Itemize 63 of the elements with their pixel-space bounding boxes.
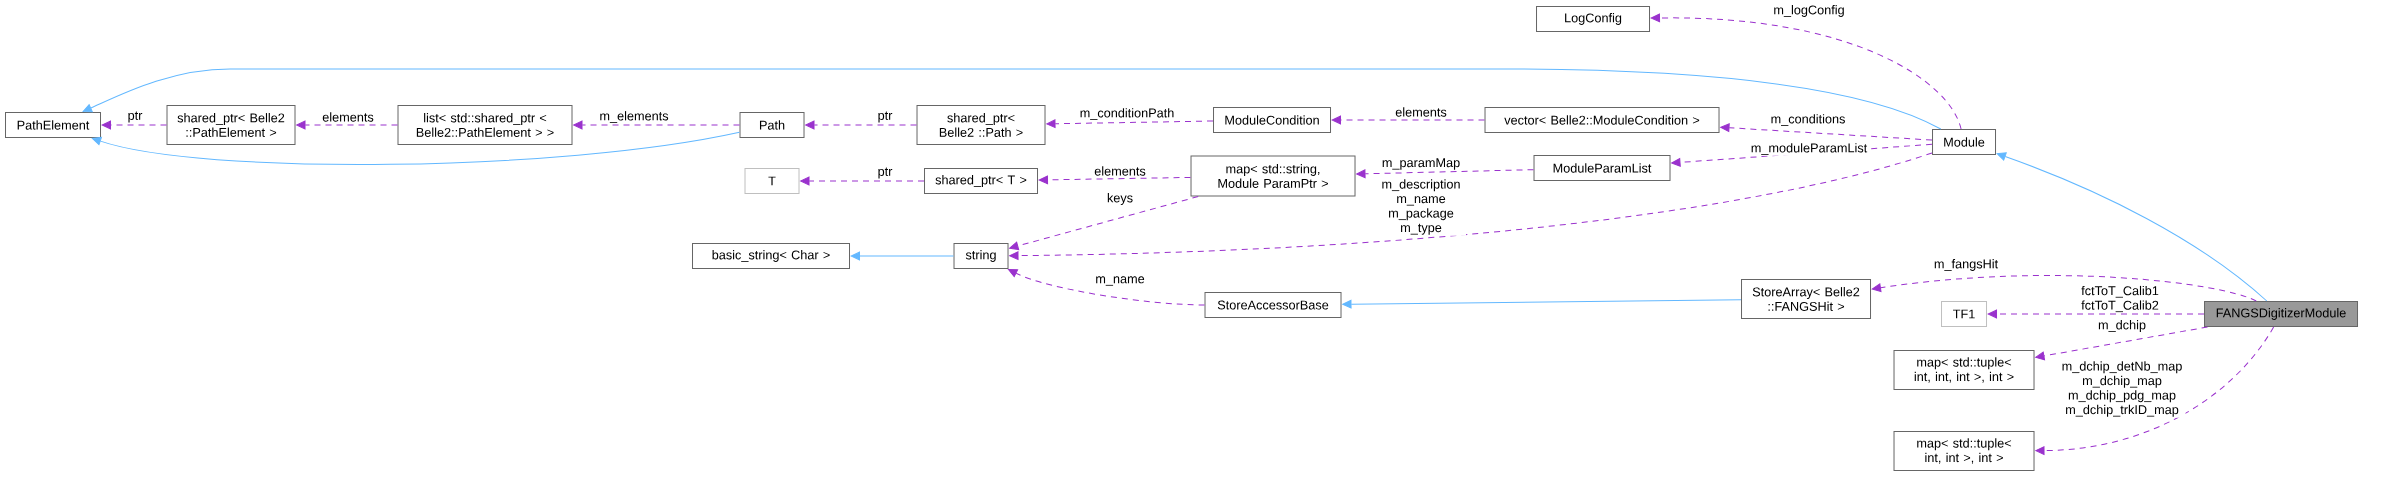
edge-label: m_moduleParamList [1749,142,1869,156]
inheritance-arrow [850,251,954,261]
class-box: T [744,168,800,194]
class-box: TF1 [1941,301,1987,327]
class-box: shared_ptr< Belle2 ::PathElement > [166,105,296,145]
reference-arrow [1356,169,1534,179]
edge-label: elements [1394,106,1448,118]
class-box: map< std::tuple< int, int, int >, int > [1893,350,2035,390]
class-box: map< std::tuple< int, int >, int > [1893,431,2035,471]
edge-label: m_description m_name m_package m_type [1376,178,1466,236]
reference-arrow [101,120,167,130]
edge-label: fctToT_Calib1 fctToT_Calib2 [2069,284,2171,314]
reference-arrow [296,120,398,130]
edge-label: elements [1093,165,1147,177]
reference-arrow [1987,309,2205,319]
inheritance-arrow [82,68,1942,130]
reference-arrow [1008,269,1205,306]
reference-arrow [1009,196,1199,251]
inheritance-arrow [91,131,740,165]
reference-arrow [2035,326,2209,361]
edge-label: m_logConfig [1772,4,1846,18]
edge-label: ptr [876,166,894,180]
class-box: string [953,243,1009,269]
edge-label: elements [321,111,375,123]
class-box: ModuleParamList [1533,155,1671,181]
class-box: PathElement [5,112,101,138]
class-box: Path [739,112,805,138]
edge-label: ptr [876,110,894,124]
class-box: StoreAccessorBase [1204,292,1342,318]
reference-arrow [1871,275,2257,302]
edge-label: m_dchip [2097,319,2147,333]
class-box: LogConfig [1536,6,1650,32]
inheritance-arrow [1996,152,2268,302]
edge-label: m_dchip_detNb_map m_dchip_map m_dchip_pdg_map m_dchip_trkID_map [2058,360,2186,418]
class-box: StoreArray< Belle2 ::FANGSHit > [1741,279,1871,319]
reference-arrow [1331,115,1485,125]
class-box: shared_ptr< Belle2 ::Path > [916,105,1046,145]
class-box: list< std::shared_ptr < Belle2::PathElement > > [397,105,573,145]
reference-arrow [1046,119,1214,129]
reference-arrow [2035,326,2275,455]
reference-arrow [573,120,740,130]
reference-arrow [800,176,925,186]
edge-label: m_elements [598,110,670,124]
reference-arrow [1650,13,1962,130]
edge-label: keys [1105,192,1135,206]
class-box: vector< Belle2::ModuleCondition > [1484,107,1720,133]
class-box: FANGSDigitizerModule [2204,301,2358,327]
class-box: ModuleCondition [1213,107,1331,133]
edge-label: m_conditionPath [1078,107,1176,121]
reference-arrow [1038,175,1191,185]
reference-arrow [1720,123,1933,141]
edge-label: ptr [126,110,144,124]
inheritance-arrow [1342,299,1742,309]
edge-label: m_fangsHit [1932,258,2000,272]
reference-arrow [1009,152,1933,260]
class-box: basic_string< Char > [692,243,850,269]
class-box: map< std::string, Module ParamPtr > [1190,155,1356,197]
class-box: shared_ptr< T > [924,168,1038,194]
edge-label: m_name [1094,275,1146,287]
edge-label: m_paramMap [1380,157,1462,171]
edge-label: m_conditions [1769,113,1847,127]
reference-arrow [805,120,917,130]
class-box: Module [1932,129,1996,155]
